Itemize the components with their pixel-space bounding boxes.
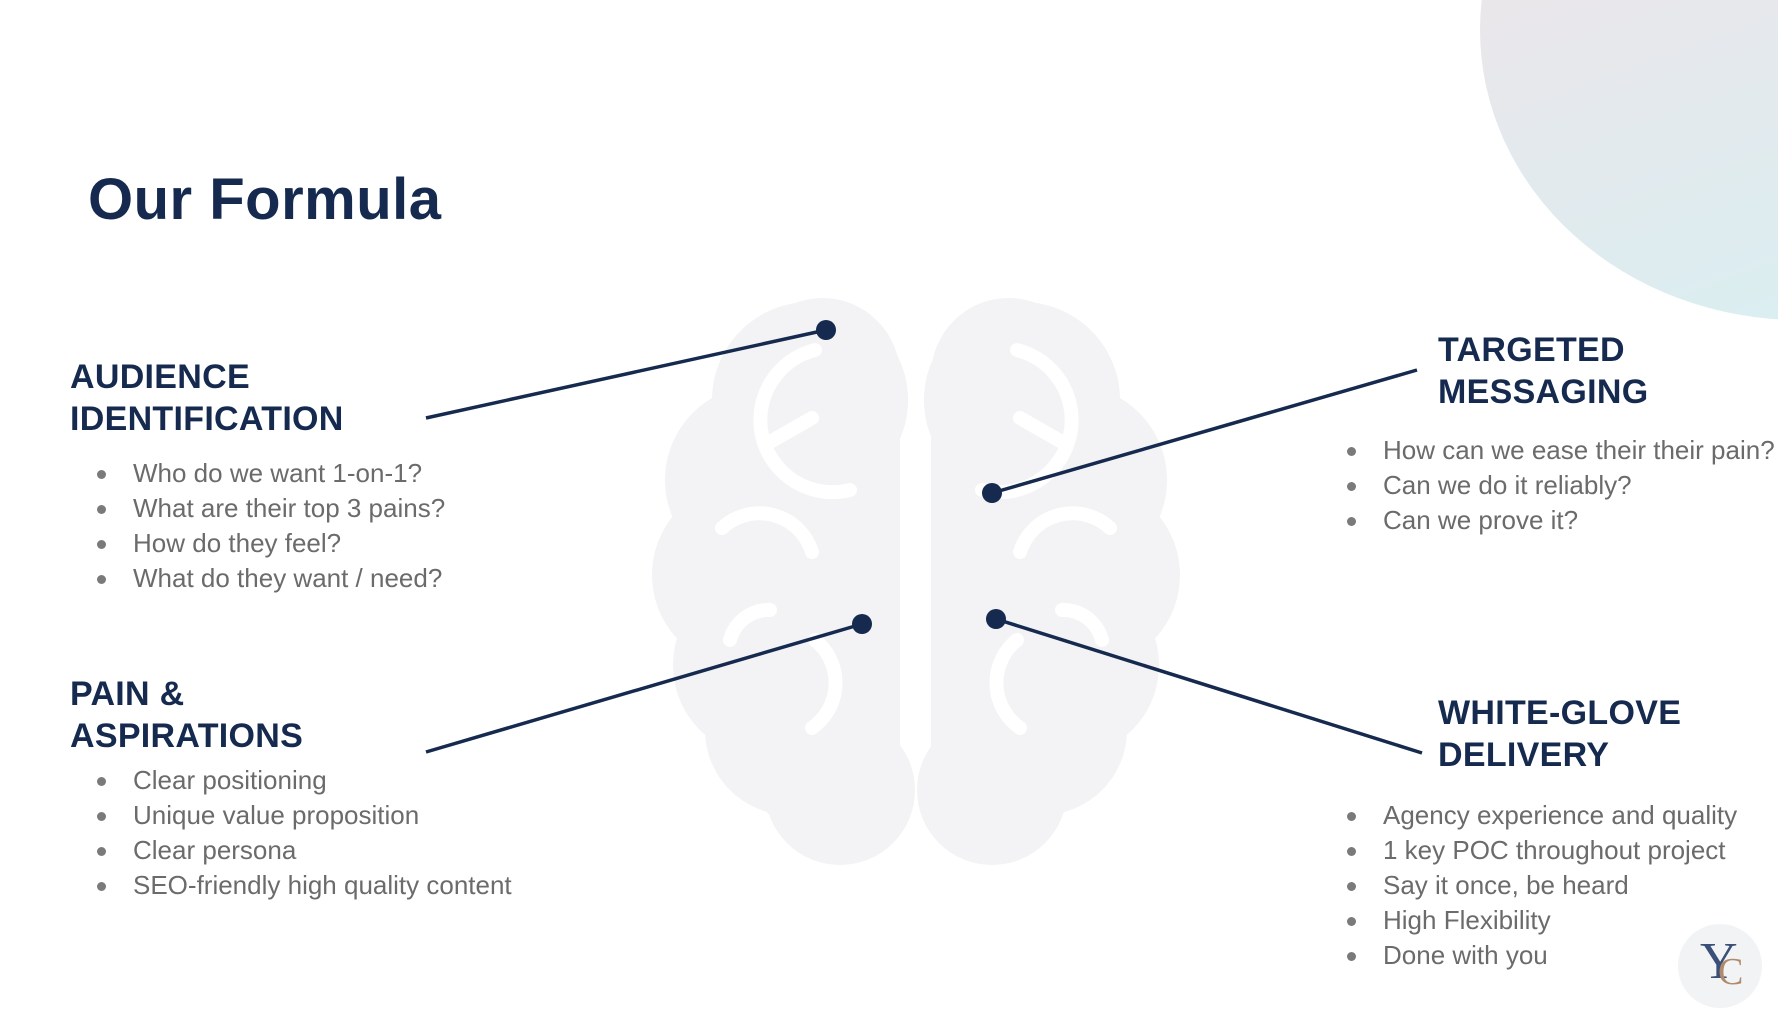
bullet-item: SEO-friendly high quality content bbox=[70, 868, 512, 903]
bullet-item: How do they feel? bbox=[70, 526, 445, 561]
section-pain-aspirations: PAIN & ASPIRATIONS Clear positioning Uni… bbox=[70, 673, 512, 903]
bullet-item: Who do we want 1-on-1? bbox=[70, 456, 445, 491]
connector-pain bbox=[425, 622, 863, 754]
bullet-item: Done with you bbox=[1320, 938, 1737, 973]
bullet-item: 1 key POC throughout project bbox=[1320, 833, 1737, 868]
section-heading: PAIN & ASPIRATIONS bbox=[70, 675, 304, 755]
section-heading: WHITE-GLOVE DELIVERY bbox=[1438, 694, 1682, 774]
brain-icon bbox=[652, 298, 1180, 865]
connector-audience bbox=[425, 328, 827, 420]
bullet-item: Can we prove it? bbox=[1320, 503, 1775, 538]
dot-pain bbox=[852, 614, 872, 634]
dot-audience bbox=[816, 320, 836, 340]
yc-logo-icon: Y C bbox=[1678, 924, 1762, 1008]
bullet-item: Agency experience and quality bbox=[1320, 798, 1737, 833]
section-white-glove-delivery: WHITE-GLOVE DELIVERY Agency experience a… bbox=[1347, 692, 1737, 973]
section-targeted-messaging: TARGETED MESSAGING How can we ease their… bbox=[1346, 329, 1775, 538]
dot-delivery bbox=[986, 609, 1006, 629]
bullet-list: How can we ease their their pain? Can we… bbox=[1320, 433, 1775, 538]
bullet-list: Who do we want 1-on-1? What are their to… bbox=[70, 456, 445, 596]
bullet-item: High Flexibility bbox=[1320, 903, 1737, 938]
bullet-list: Agency experience and quality 1 key POC … bbox=[1320, 798, 1737, 973]
slide-title: Our Formula bbox=[88, 167, 442, 232]
section-audience-identification: AUDIENCE IDENTIFICATION Who do we want 1… bbox=[70, 356, 445, 596]
connector-messaging bbox=[991, 368, 1418, 495]
dot-messaging bbox=[982, 483, 1002, 503]
section-heading: TARGETED MESSAGING bbox=[1438, 331, 1649, 411]
bullet-item: Unique value proposition bbox=[70, 798, 512, 833]
bullet-item: What do they want / need? bbox=[70, 561, 445, 596]
bullet-item: Clear positioning bbox=[70, 763, 512, 798]
bullet-item: Say it once, be heard bbox=[1320, 868, 1737, 903]
bullet-item: Clear persona bbox=[70, 833, 512, 868]
connector-delivery bbox=[995, 617, 1423, 755]
connector-lines bbox=[425, 328, 1423, 755]
bullet-item: How can we ease their their pain? bbox=[1320, 433, 1775, 468]
connector-dots bbox=[816, 320, 1006, 634]
section-heading: AUDIENCE IDENTIFICATION bbox=[70, 358, 344, 438]
bullet-item: What are their top 3 pains? bbox=[70, 491, 445, 526]
bullet-item: Can we do it reliably? bbox=[1320, 468, 1775, 503]
bullet-list: Clear positioning Unique value propositi… bbox=[70, 763, 512, 903]
